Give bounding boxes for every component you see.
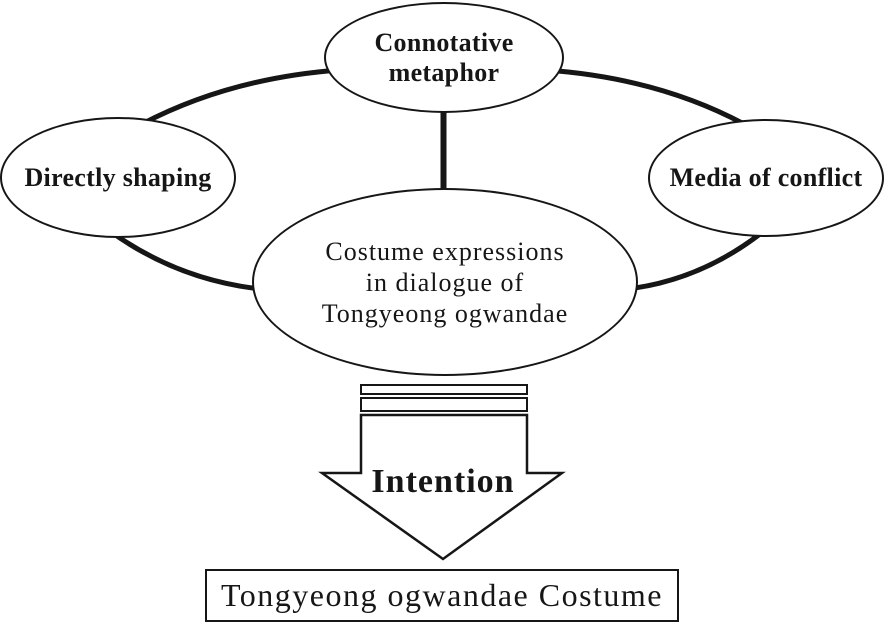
node-costume-expressions: Costume expressions in dialogue of Tongy…	[252, 188, 638, 376]
connector-right-to-center	[627, 232, 762, 292]
label-line: Connotative	[374, 28, 514, 58]
node-costume-expressions-label: Costume expressions in dialogue of Tongy…	[322, 236, 569, 329]
result-box-label: Tongyeong ogwandae Costume	[220, 577, 663, 613]
connector-top-to-right	[545, 67, 746, 127]
label-line: Tongyeong ogwandae	[321, 298, 569, 328]
node-directly-shaping-label: Directly shaping	[24, 162, 212, 192]
connector-left-to-center	[112, 231, 261, 292]
result-box: Tongyeong ogwandae Costume	[205, 569, 679, 622]
node-connotative-metaphor: Connotative metaphor	[324, 2, 564, 113]
node-media-of-conflict: Media of conflict	[648, 119, 884, 237]
node-connotative-metaphor-label: Connotative metaphor	[374, 28, 513, 86]
label-line: metaphor	[388, 57, 500, 87]
node-directly-shaping: Directly shaping	[0, 117, 236, 238]
connector-top-to-left	[140, 67, 341, 127]
label-line: Costume expressions	[325, 236, 565, 266]
arrow-stripe-1	[360, 384, 528, 395]
intention-label: Intention	[371, 463, 515, 500]
arrow-stripe-2	[360, 397, 528, 412]
node-media-of-conflict-label: Media of conflict	[669, 163, 863, 193]
down-arrow-icon	[318, 413, 566, 561]
label-line: in dialogue of	[365, 267, 525, 297]
